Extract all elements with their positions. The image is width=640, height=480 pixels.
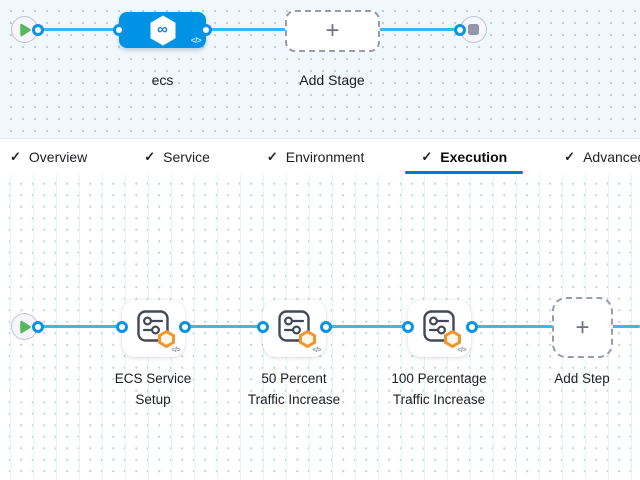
tab-advanced[interactable]: ✓ Advanced bbox=[564, 139, 640, 174]
step-node-50-percent-traffic-increase[interactable]: </> bbox=[263, 300, 326, 357]
yaml-code-icon[interactable]: </> bbox=[190, 36, 202, 45]
execution-graph-canvas[interactable]: </> ECS Service Setup </> 50 Percent Tra… bbox=[0, 174, 640, 480]
stop-icon bbox=[468, 24, 479, 35]
yaml-code-icon[interactable]: </> bbox=[457, 347, 466, 354]
rolling-deploy-badge-icon bbox=[158, 330, 175, 348]
step-sliders-icon bbox=[423, 310, 455, 342]
step-node-100-percentage-traffic-increase[interactable]: </> bbox=[408, 300, 471, 357]
stage-graph-canvas[interactable]: ∞ </> ecs + Add Stage bbox=[0, 0, 640, 138]
connector-port[interactable] bbox=[466, 320, 478, 333]
tab-service[interactable]: ✓ Service bbox=[144, 139, 210, 174]
check-icon: ✓ bbox=[10, 148, 21, 164]
tab-environment[interactable]: ✓ Environment bbox=[267, 139, 365, 174]
add-step-button[interactable]: + bbox=[552, 297, 613, 358]
check-icon: ✓ bbox=[266, 148, 278, 164]
step-name-label: ECS Service Setup bbox=[114, 371, 192, 407]
connector-port[interactable] bbox=[179, 320, 191, 333]
step-node-ecs-service-setup[interactable]: </> bbox=[122, 300, 185, 357]
tab-label: Service bbox=[163, 148, 210, 165]
add-step-label: Add Step bbox=[554, 371, 610, 386]
yaml-code-icon[interactable]: </> bbox=[171, 347, 180, 354]
add-stage-button[interactable]: + bbox=[285, 10, 380, 52]
stage-node-ecs[interactable]: ∞ </> bbox=[119, 12, 206, 48]
step-name-label: 100 Percentage Traffic Increase bbox=[391, 371, 487, 407]
rolling-deploy-badge-icon bbox=[444, 330, 461, 348]
plus-icon: + bbox=[325, 17, 340, 44]
stage-flow-line bbox=[38, 28, 462, 31]
connector-port[interactable] bbox=[402, 320, 414, 333]
tab-execution[interactable]: ✓ Execution bbox=[405, 139, 523, 174]
connector-port[interactable] bbox=[116, 320, 128, 333]
connector-port[interactable] bbox=[32, 320, 44, 333]
yaml-code-icon[interactable]: </> bbox=[312, 347, 321, 354]
tab-label: Advanced bbox=[583, 148, 640, 165]
connector-port[interactable] bbox=[454, 23, 466, 36]
play-icon bbox=[19, 320, 31, 333]
check-icon: ✓ bbox=[144, 148, 156, 164]
connector-port[interactable] bbox=[113, 23, 125, 36]
connector-port[interactable] bbox=[32, 23, 44, 36]
check-icon: ✓ bbox=[421, 148, 433, 164]
connector-port[interactable] bbox=[320, 320, 332, 333]
play-icon bbox=[19, 23, 31, 36]
stage-name-label: ecs bbox=[151, 72, 174, 88]
connector-port[interactable] bbox=[200, 23, 212, 36]
step-flow-line bbox=[38, 325, 640, 328]
tab-overview[interactable]: ✓ Overview bbox=[10, 139, 87, 174]
step-sliders-icon bbox=[137, 310, 169, 342]
plus-icon: + bbox=[575, 313, 590, 341]
connector-port[interactable] bbox=[257, 320, 269, 333]
add-stage-label: Add Stage bbox=[299, 72, 365, 88]
step-sliders-icon bbox=[278, 310, 310, 342]
tab-label: Overview bbox=[28, 148, 88, 165]
tab-label: Environment bbox=[285, 148, 365, 165]
stage-config-tabbar: ✓ Overview ✓ Service ✓ Environment ✓ Exe… bbox=[0, 138, 640, 174]
check-icon: ✓ bbox=[564, 148, 576, 164]
harness-cd-stage-icon: ∞ bbox=[148, 15, 178, 46]
tab-label: Execution bbox=[440, 148, 508, 165]
step-name-label: 50 Percent Traffic Increase bbox=[247, 371, 341, 407]
rolling-deploy-badge-icon bbox=[299, 330, 316, 348]
